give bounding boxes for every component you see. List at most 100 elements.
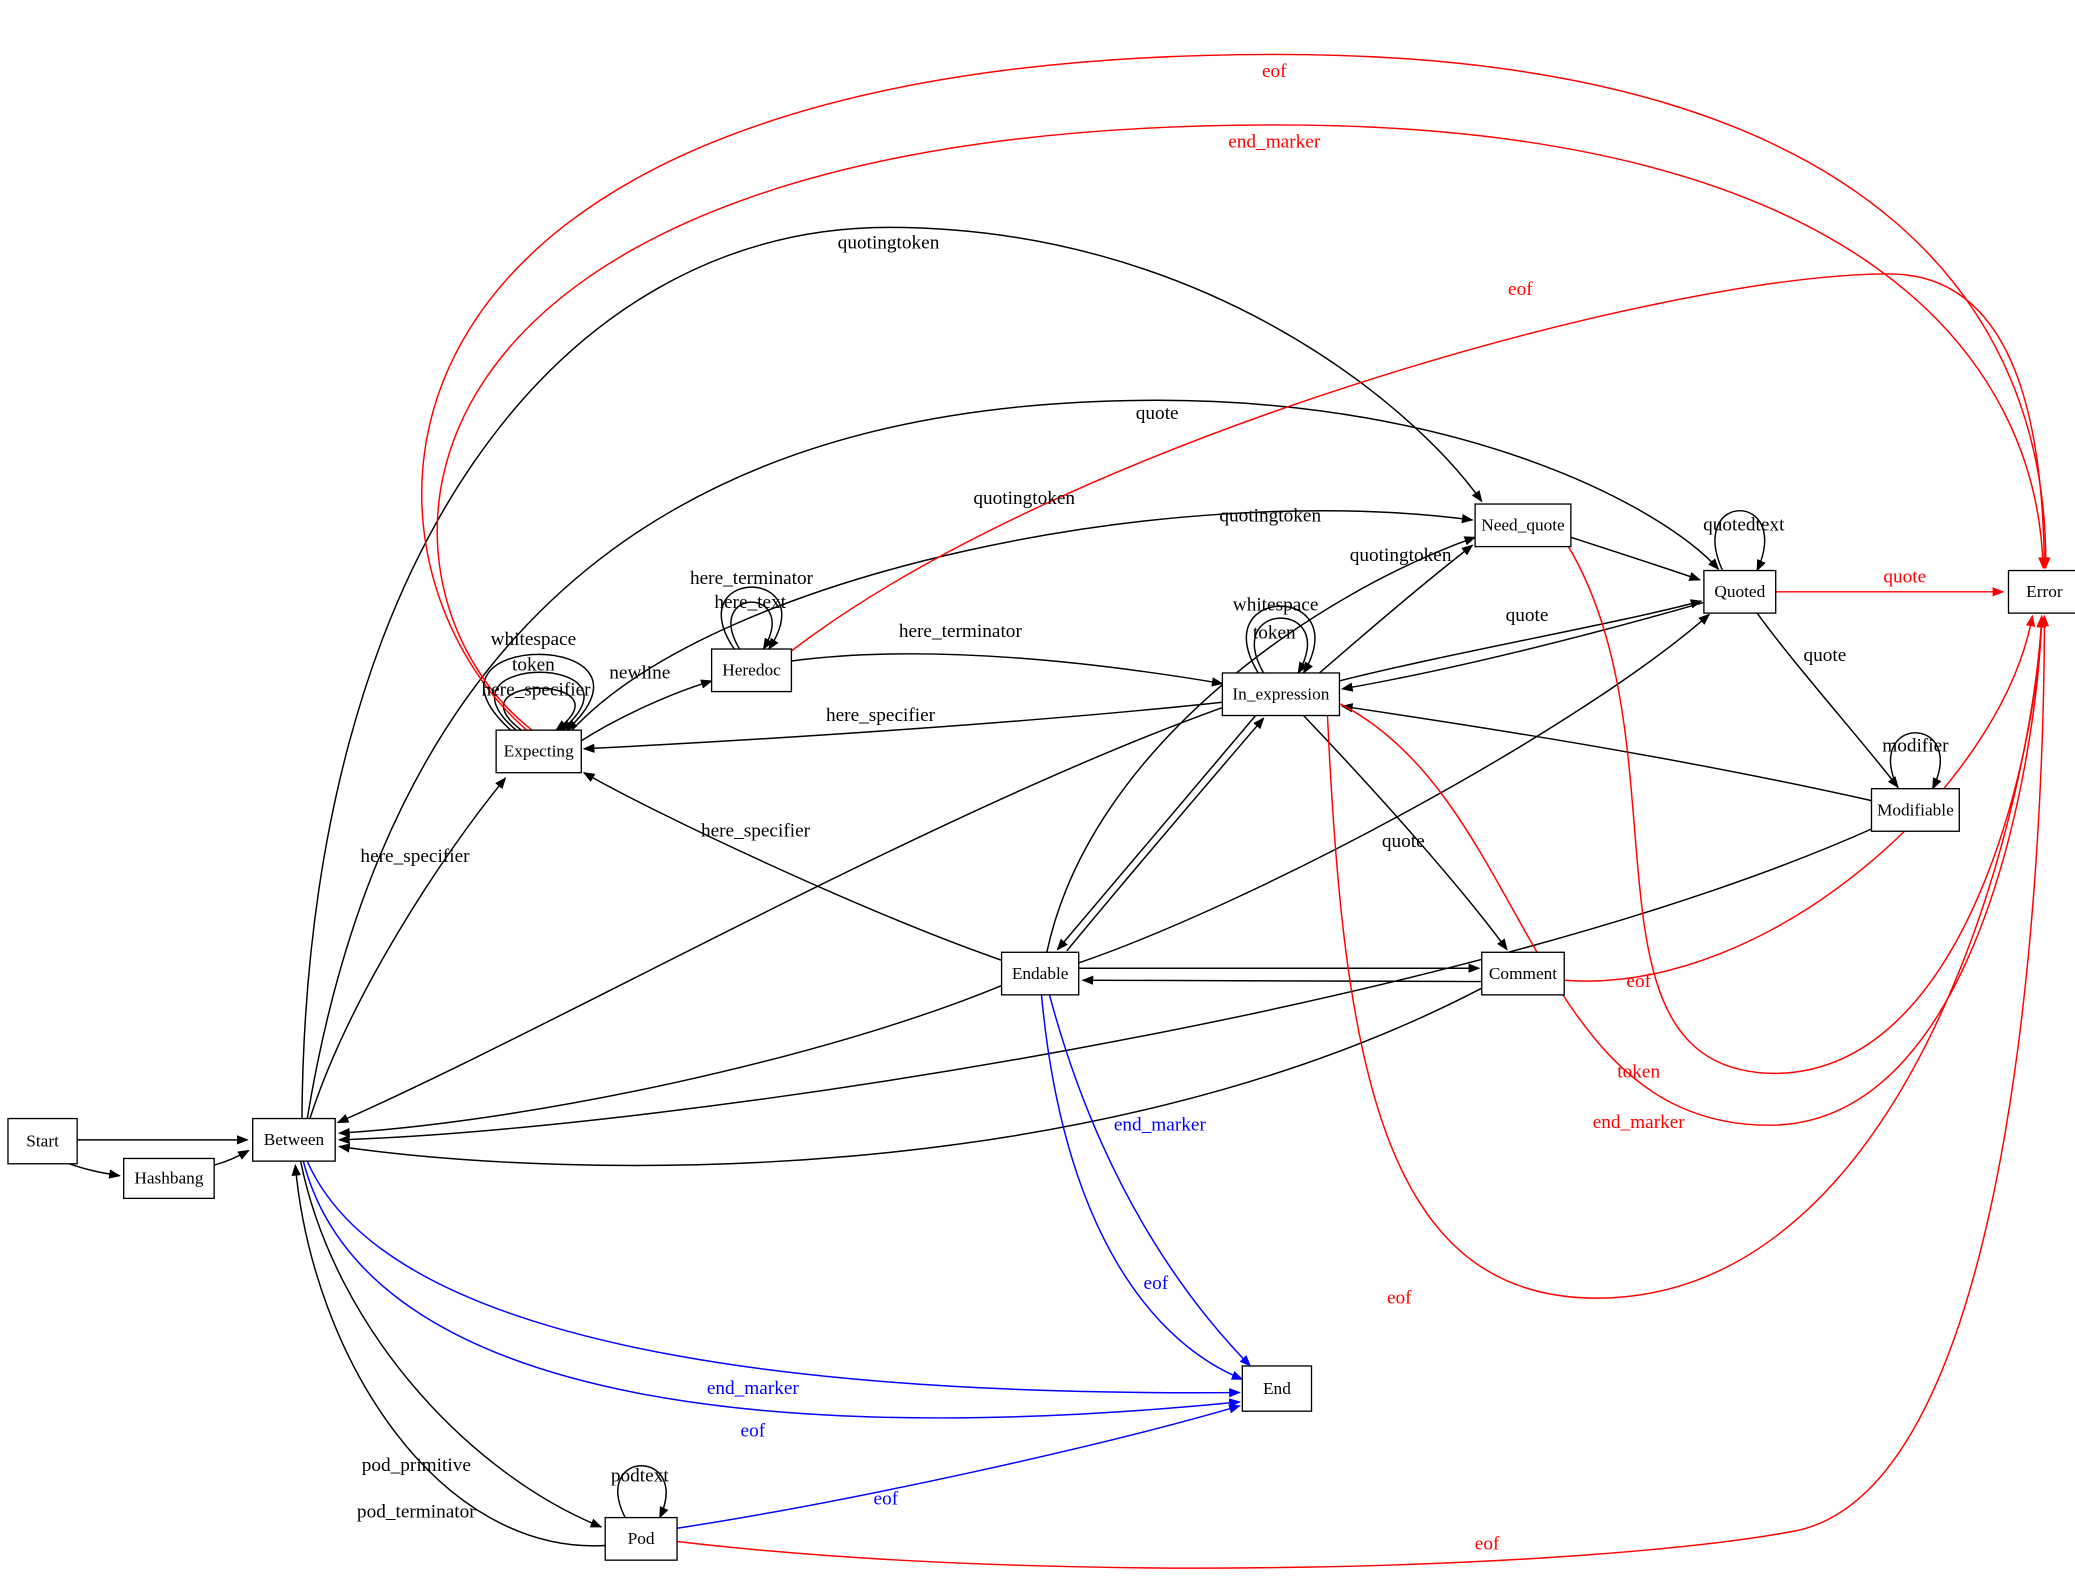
edge-label-between-expecting: here_specifier (360, 846, 470, 867)
edge-need_quote-to-quoted (1570, 536, 1702, 581)
edge-modifiable-to-modifiable (1890, 732, 1942, 790)
edge-between-to-quoted (306, 399, 1720, 1119)
state-node-hashbang: Hashbang (123, 1157, 215, 1200)
state-box-modifiable (1870, 788, 1960, 832)
edge-label-pod-error: eof (1475, 1534, 1500, 1555)
edge-label-endable-expecting: here_specifier (701, 821, 811, 842)
edge-label-in_expression-need_quote: quotingtoken (1350, 545, 1452, 566)
edge-quoted-to-in_expression (1340, 601, 1705, 692)
edge-comment-to-endable (1081, 975, 1482, 985)
state-box-need_quote (1474, 503, 1572, 548)
edge-label-quoted-modifiable: quote (1804, 645, 1847, 666)
edge-need_quote-to-error (1566, 543, 2047, 1075)
edge-label-expecting-heredoc: newline (609, 662, 670, 683)
state-node-expecting: Expecting (495, 729, 582, 774)
edge-label-quoted-quoted: quotedtext (1703, 515, 1785, 536)
edge-label-in_expression-error: end_marker (1593, 1112, 1686, 1133)
edge-endable-to-in_expression (1066, 717, 1265, 952)
edge-comment-to-error (1564, 614, 2036, 982)
state-label-in_expression: In_expression (1232, 685, 1329, 704)
state-box-quoted (1703, 569, 1777, 614)
edge-label-between-need_quote: quotingtoken (838, 233, 940, 254)
edge-between-to-expecting (309, 777, 507, 1119)
state-label-expecting: Expecting (504, 742, 574, 761)
edge-expecting-to-error (421, 53, 2051, 731)
edge-heredoc-to-error (788, 273, 2049, 654)
edge-in_expression-to-need_quote (1319, 544, 1474, 674)
edge-label-need_quote-error: token (1617, 1061, 1660, 1082)
state-label-between: Between (264, 1130, 325, 1149)
state-label-hashbang: Hashbang (134, 1169, 203, 1188)
edge-between-to-end (306, 1160, 1241, 1398)
edge-modifiable-to-in_expression (1340, 703, 1872, 802)
edge-quoted-to-modifiable (1756, 612, 1899, 789)
state-node-in_expression: In_expression (1221, 672, 1341, 717)
state-box-comment (1481, 951, 1565, 996)
edge-between-to-pod (299, 1160, 603, 1528)
state-label-end: End (1263, 1379, 1291, 1398)
edge-in_expression-to-in_expression (1253, 617, 1309, 674)
state-label-quoted: Quoted (1714, 582, 1765, 601)
edge-in_expression-to-error (1326, 615, 2046, 1299)
state-box-start (7, 1117, 78, 1165)
edge-layer (68, 53, 2051, 1569)
state-node-start: Start (7, 1117, 78, 1165)
edge-label-layer: here_specifier whitespace token here_specif… (357, 61, 1949, 1554)
edge-label-between-pod: pod_primitive (362, 1455, 471, 1476)
edge-label-in_expression-quoted: quote (1506, 605, 1549, 626)
edge-pod-to-error (676, 614, 2050, 1569)
edge-endable-to-between (338, 984, 1002, 1138)
edge-expecting-to-need_quote (571, 510, 1474, 731)
edge-in_expression-to-endable (1056, 715, 1257, 951)
edge-label-in_expression-expecting: here_specifier (826, 705, 936, 726)
edge-start-to-hashbang (68, 1163, 121, 1179)
edge-pod-to-pod (617, 1464, 669, 1519)
edge-label-in_expression-in_expression: token (1253, 622, 1296, 643)
edge-quoted-to-quoted (1714, 510, 1766, 572)
state-label-modifiable: Modifiable (1877, 800, 1954, 819)
edge-label-modifiable-modifiable: modifier (1882, 735, 1949, 756)
edge-between-to-need_quote (301, 226, 1483, 1119)
edge-label-in_expression-error: eof (1387, 1287, 1412, 1308)
edge-label-endable-quoted: quote (1382, 831, 1425, 852)
state-box-pod (604, 1516, 678, 1561)
state-box-in_expression (1221, 672, 1341, 717)
edge-label-expecting-expecting: whitespace (491, 629, 577, 650)
edge-expecting-to-error (436, 124, 2048, 731)
edge-label-heredoc-heredoc: here_terminator (690, 568, 814, 589)
edge-label-pod-between: pod_terminator (357, 1502, 476, 1523)
state-node-modifiable: Modifiable (1870, 788, 1960, 832)
state-label-error: Error (2026, 582, 2063, 601)
state-node-heredoc: Heredoc (710, 648, 793, 693)
edge-label-expecting-error: end_marker (1228, 132, 1321, 153)
edge-label-expecting-expecting: here_specifier (481, 680, 591, 701)
state-node-error: Error (2007, 569, 2075, 614)
edge-in_expression-to-expecting (582, 701, 1223, 753)
state-box-between (252, 1117, 336, 1162)
edge-heredoc-to-in_expression (791, 653, 1224, 687)
state-node-between: Between (252, 1117, 336, 1162)
state-box-hashbang (123, 1157, 215, 1200)
edge-pod-to-end (676, 1404, 1241, 1529)
state-node-end: End (1241, 1365, 1313, 1412)
edge-label-heredoc-heredoc: here_text (714, 592, 786, 613)
edge-label-between-end: end_marker (707, 1378, 800, 1399)
edge-label-between-end: eof (741, 1420, 766, 1441)
edge-label-expecting-error: eof (1262, 61, 1287, 82)
edge-label-pod-pod: podtext (611, 1466, 669, 1487)
state-label-pod: Pod (628, 1529, 655, 1548)
edge-heredoc-to-heredoc (720, 586, 783, 650)
state-box-end (1241, 1365, 1313, 1412)
edge-comment-to-between (338, 987, 1483, 1167)
state-node-pod: Pod (604, 1516, 678, 1561)
edge-endable-to-end (1040, 994, 1244, 1380)
state-node-need_quote: Need_quote (1474, 503, 1572, 548)
edge-label-pod-end: eof (874, 1488, 899, 1509)
state-node-quoted: Quoted (1703, 569, 1777, 614)
edge-heredoc-to-heredoc (730, 601, 773, 651)
state-label-endable: Endable (1012, 964, 1069, 983)
edge-label-expecting-need_quote: quotingtoken (973, 488, 1075, 509)
edge-in_expression-to-between (336, 706, 1223, 1124)
